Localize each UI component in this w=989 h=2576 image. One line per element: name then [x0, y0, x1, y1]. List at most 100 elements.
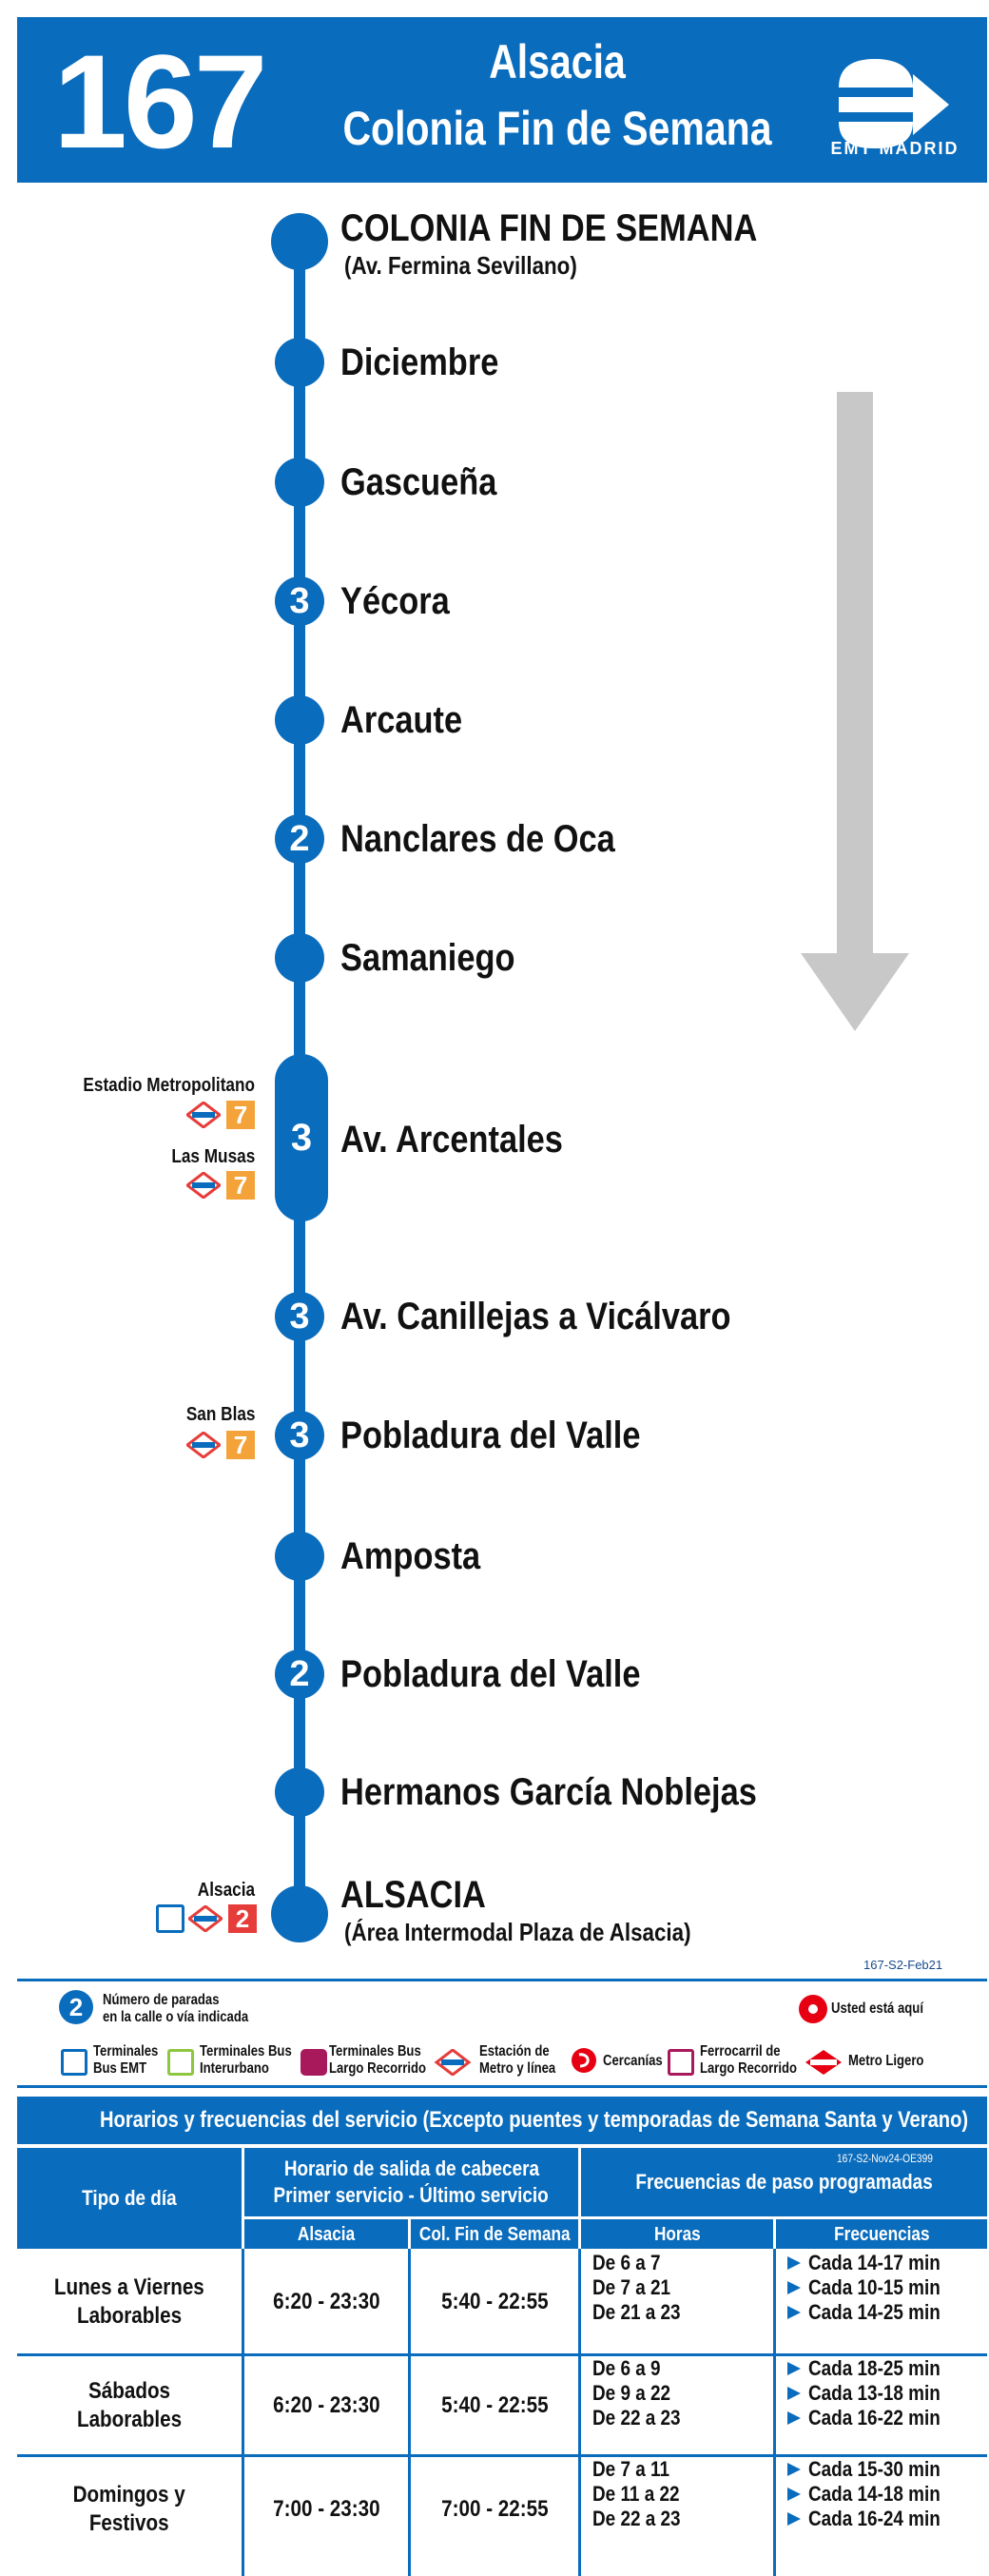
metro-ligero-icon: [805, 2050, 842, 2075]
stop-name: Samaniego: [340, 937, 515, 979]
grid-line: [242, 2249, 244, 2576]
hours-text: De 6 a 9: [592, 2356, 661, 2380]
grid-line: [17, 2353, 987, 2356]
stop-name: Pobladura del Valle: [340, 1653, 641, 1695]
day-type-text: Festivos: [89, 2510, 169, 2536]
stop-name: Av. Arcentales: [340, 1119, 563, 1161]
stop-name: Gascueña: [340, 461, 497, 503]
arrow-icon: [787, 2362, 801, 2375]
frequency-line: Cada 16-22 min: [787, 2406, 961, 2430]
time-range-text: 5:40 - 22:55: [440, 2289, 549, 2314]
connection-label-estadio: Estadio Metropolitano: [83, 1075, 255, 1096]
arrow-icon: [787, 2411, 801, 2425]
connection-label-san-blas: San Blas: [185, 1404, 255, 1425]
time-range-text: 6:20 - 23:30: [272, 2289, 380, 2314]
emt-logo-icon: [839, 59, 949, 148]
header-schedule-text-2: Primer servicio - Último servicio: [273, 2183, 550, 2207]
hours-cell: De 6 a 7 De 7 a 21 De 21 a 23: [581, 2251, 773, 2353]
frequency-text: Cada 13-18 min: [808, 2381, 941, 2405]
stop-name: Nanclares de Oca: [340, 818, 615, 860]
stop-count-badge: 3: [275, 576, 324, 626]
grid-line: [408, 2249, 411, 2576]
destination-bottom: Colonia Fin de Semana: [342, 102, 772, 155]
bus-emt-terminal-icon: [61, 2049, 87, 2076]
stop-name: COLONIA FIN DE SEMANA: [340, 207, 758, 249]
day-type-text: Domingos y: [72, 2482, 186, 2508]
frequencies-cell: Cada 15-30 min Cada 14-18 min Cada 16-24…: [776, 2457, 987, 2562]
interurban-bus-terminal-icon: [167, 2049, 194, 2076]
header-schedule: Horario de salida de cabecera Primer ser…: [244, 2148, 578, 2216]
subheader-alsacia-text: Alsacia: [297, 2223, 356, 2245]
legend-you-are-here: Usted está aquí: [831, 2000, 923, 2017]
long-distance-bus-terminal-icon: [301, 2049, 327, 2076]
day-type-text: Laborables: [76, 2406, 183, 2432]
hours-text: De 7 a 21: [592, 2275, 671, 2299]
frequencies-cell: Cada 18-25 min Cada 13-18 min Cada 16-22…: [776, 2356, 987, 2454]
connection-label-las-musas: Las Musas: [171, 1146, 255, 1167]
legend-item-label: Ferrocarril de: [700, 2043, 781, 2059]
frequency-line: Cada 14-17 min: [787, 2251, 961, 2275]
subheader-frequencies: Frecuencias: [776, 2219, 987, 2249]
line-number: 167: [53, 27, 268, 176]
stop-dot: [275, 1532, 324, 1581]
direction-arrow-icon: [801, 392, 909, 1031]
map-code: 167-S2-Feb21: [863, 1958, 943, 1972]
time-range-text: 7:00 - 23:30: [272, 2496, 380, 2522]
arrow-icon: [787, 2256, 801, 2270]
frequency-line: Cada 15-30 min: [787, 2457, 961, 2482]
operator-name: EMT MADRID: [830, 139, 960, 158]
arrow-icon: [787, 2387, 801, 2400]
day-type-cell: Sábados Laborables: [17, 2356, 242, 2454]
metro-line-2-badge: 2: [228, 1904, 257, 1933]
frequency-text: Cada 14-18 min: [808, 2482, 941, 2506]
day-type-cell: Domingos y Festivos: [17, 2457, 242, 2562]
frequency-line: Cada 18-25 min: [787, 2356, 961, 2381]
first-last-colonia-cell: 7:00 - 22:55: [411, 2457, 578, 2562]
time-range-text: 5:40 - 22:55: [440, 2391, 549, 2418]
stop-dot: [275, 933, 324, 983]
bus-terminal-icon: [156, 1904, 184, 1933]
metro-icon: [186, 1432, 221, 1458]
day-type-cell: Lunes a Viernes Laborables: [17, 2251, 242, 2353]
first-last-alsacia-cell: 6:20 - 23:30: [244, 2251, 408, 2353]
day-type-text: Laborables: [76, 2303, 183, 2329]
subheader-alsacia: Alsacia: [244, 2219, 408, 2249]
frequency-text: Cada 16-22 min: [808, 2406, 941, 2430]
hours-cell: De 7 a 11 De 11 a 22 De 22 a 23: [581, 2457, 773, 2562]
stop-count-badge: 2: [275, 814, 324, 864]
metro-icon: [186, 1102, 221, 1128]
stop-name: Arcaute: [340, 699, 463, 741]
stop-subtitle: (Área Intermodal Plaza de Alsacia): [344, 1918, 691, 1946]
legend-rule: [17, 2085, 987, 2088]
stop-name: Hermanos García Noblejas: [340, 1771, 757, 1813]
stop-count-badge: 3: [275, 1054, 328, 1221]
first-last-colonia-cell: 5:40 - 22:55: [411, 2251, 578, 2353]
legend-item-label: Metro Ligero: [848, 2053, 924, 2069]
time-range-text: 6:20 - 23:30: [272, 2391, 380, 2418]
frequency-line: Cada 16-24 min: [787, 2507, 961, 2531]
frequency-line: Cada 13-18 min: [787, 2381, 961, 2406]
metro-line-7-badge: 7: [226, 1431, 255, 1459]
hours-text: De 11 a 22: [592, 2482, 680, 2506]
legend-item-label: Bus EMT: [93, 2060, 147, 2077]
stop-count-badge: 3: [275, 1292, 324, 1341]
frequency-text: Cada 10-15 min: [808, 2275, 941, 2299]
metro-icon: [186, 1172, 221, 1199]
legend-stops-text-2: en la calle o vía indicada: [103, 2009, 249, 2025]
legend-item-label: Interurbano: [200, 2060, 269, 2077]
legend-item-label: Terminales: [93, 2043, 159, 2059]
grid-line: [578, 2249, 581, 2576]
hours-text: De 6 a 7: [592, 2251, 661, 2274]
legend-item-label: Largo Recorrido: [329, 2060, 427, 2077]
timetable-title: Horarios y frecuencias del servicio (Exc…: [17, 2097, 987, 2144]
frequency-line: Cada 14-25 min: [787, 2300, 961, 2325]
header-day-type: Tipo de día: [17, 2148, 242, 2249]
hours-cell: De 6 a 9 De 9 a 22 De 22 a 23: [581, 2356, 773, 2454]
legend-stops-text-1: Número de paradas: [103, 1992, 220, 2008]
legend-item-label: Terminales Bus: [200, 2043, 292, 2059]
legend-stops-count-badge: 2: [59, 1990, 93, 2024]
stop-count-badge: 2: [275, 1649, 324, 1699]
frequency-text: Cada 14-17 min: [808, 2251, 941, 2274]
stop-name: Amposta: [340, 1535, 481, 1577]
metro-line-7-badge: 7: [226, 1101, 255, 1129]
